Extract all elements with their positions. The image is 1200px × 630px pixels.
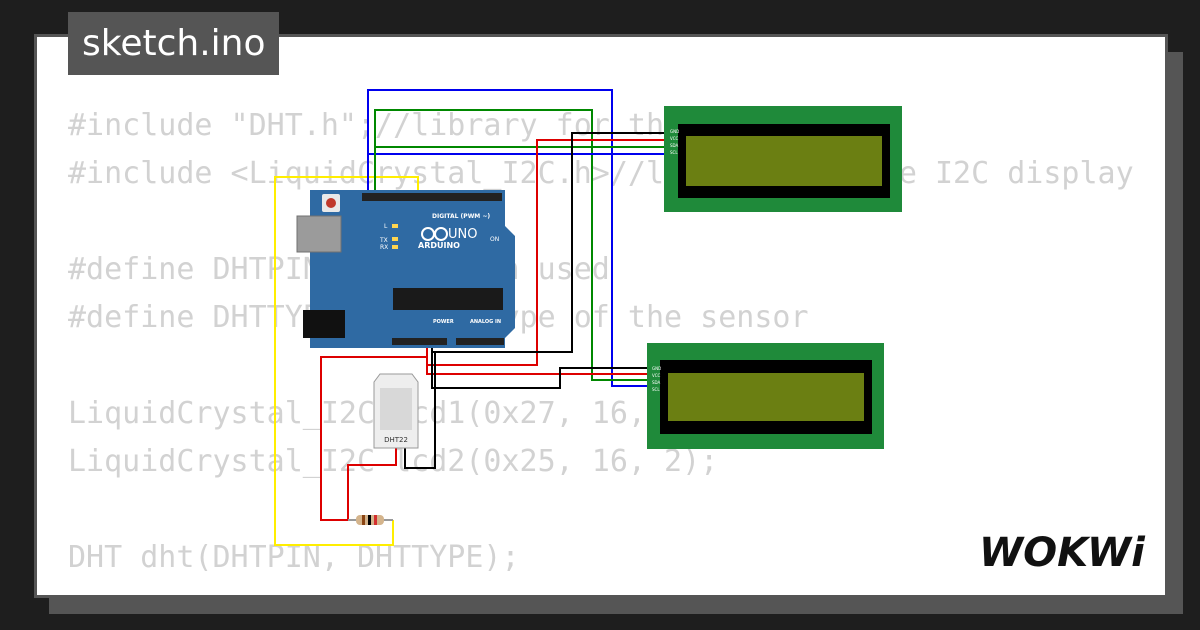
wires xyxy=(274,89,666,546)
resistor-band xyxy=(362,515,365,525)
lcd2-pin-label: SDA xyxy=(652,380,661,385)
wokwi-logo-text: WOKWi xyxy=(979,530,1146,576)
dht22-sensor[interactable]: DHT22 xyxy=(373,373,419,449)
lcd1-pin-label: SCL xyxy=(670,150,678,155)
lcd1-screen xyxy=(686,136,882,186)
wire-blue-lcd1 xyxy=(367,89,663,387)
wire-red-lcd1 xyxy=(426,139,666,366)
code-line: DHT dht(DHTPIN, DHTTYPE); xyxy=(68,540,520,575)
digital-header xyxy=(362,193,502,201)
wire-red-sensor xyxy=(320,345,428,521)
led-label-l: L xyxy=(384,223,388,230)
preview-card xyxy=(34,34,1168,598)
wire-black-lcd1 xyxy=(431,132,666,353)
wire-red-sensor-data xyxy=(347,448,397,520)
code-line: LiquidCrystal_I2C lcd2(0x25, 16, 2); xyxy=(68,444,719,479)
lcd1-pin-label: VCC xyxy=(670,136,679,141)
led-label-tx: TX xyxy=(379,237,388,244)
on-led-label: ON xyxy=(490,236,499,243)
wire-blue-lcd2 xyxy=(367,153,666,196)
led-l xyxy=(392,224,398,228)
wire-red-lcd2 xyxy=(426,365,663,375)
lcd1-pin-label: GND xyxy=(670,129,679,134)
led-label-rx: RX xyxy=(380,244,388,251)
resistor[interactable] xyxy=(348,515,393,525)
power-jack xyxy=(303,310,345,338)
arduino-uno-board[interactable]: DIGITAL (PWM ~) ARDUINO UNO ON L TX RX P… xyxy=(296,190,515,348)
microcontroller-chip xyxy=(393,288,503,310)
sensor-grille xyxy=(380,388,412,430)
analog-label: ANALOG IN xyxy=(470,319,501,325)
wokwi-logo: WOKWi xyxy=(979,530,1146,576)
lcd2-pin-label: VCC xyxy=(652,373,661,378)
usb-connector xyxy=(296,215,342,253)
lcd2-pin-label: GND xyxy=(652,366,661,371)
lcd1-pin-label: SDA xyxy=(670,143,679,148)
wire-green-lcd2 xyxy=(374,146,666,196)
resistor-band xyxy=(374,515,377,525)
lcd2-pin-label: SCL xyxy=(652,387,660,392)
arduino-model-label: UNO xyxy=(448,227,477,242)
wire-black-lcd2 xyxy=(431,352,663,389)
wire-yellow xyxy=(274,176,419,546)
lcd2-screen xyxy=(668,373,864,421)
reset-button-cap xyxy=(326,198,336,208)
digital-label: DIGITAL (PWM ~) xyxy=(432,213,490,220)
wire-green-lcd1 xyxy=(374,109,663,381)
wire-black-sensor xyxy=(404,352,436,469)
lcd1-display[interactable]: GND VCC SDA SCL xyxy=(664,106,902,212)
led-rx xyxy=(392,245,398,249)
resistor-band xyxy=(368,515,371,525)
sensor-label: DHT22 xyxy=(384,436,408,444)
arduino-logo xyxy=(434,227,448,241)
lcd2-display[interactable]: GND VCC SDA SCL xyxy=(647,343,884,449)
analog-header xyxy=(456,338,504,345)
led-tx xyxy=(392,237,398,241)
file-name-tab[interactable]: sketch.ino xyxy=(68,12,280,75)
power-header xyxy=(392,338,447,345)
arduino-brand-label: ARDUINO xyxy=(418,241,460,250)
power-label: POWER xyxy=(433,319,454,325)
